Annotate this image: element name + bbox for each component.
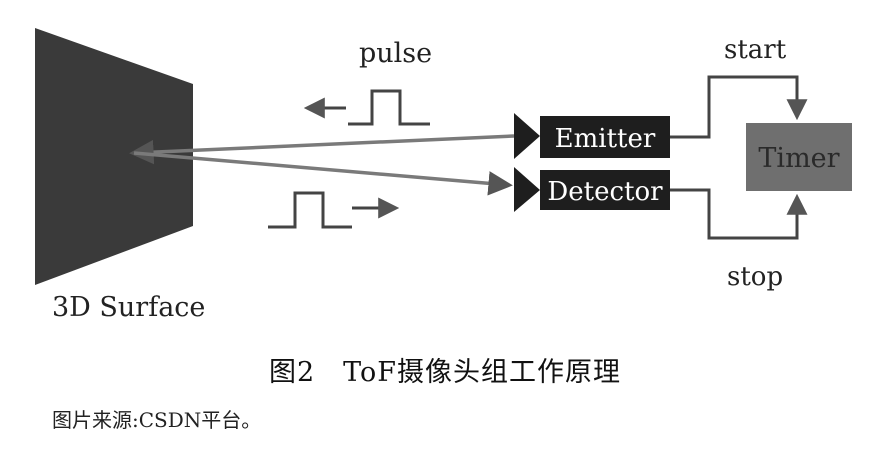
- stop-label: stop: [727, 262, 783, 292]
- figure-source: 图片来源:CSDN平台。: [52, 408, 262, 432]
- emitter-lens-triangle: [514, 113, 540, 159]
- figure-caption: 图2 ToF摄像头组工作原理: [268, 357, 622, 388]
- returning-ray: [133, 151, 513, 196]
- stop-signal-line: [670, 188, 808, 240]
- start-label: start: [724, 35, 787, 65]
- detector-box: [540, 170, 670, 210]
- 3d-surface-shape: [35, 28, 193, 285]
- outgoing-pulse-waveform: [348, 89, 430, 126]
- timer-label: Timer: [758, 143, 839, 174]
- detector-lens-triangle: [514, 167, 540, 212]
- surface-label: 3D Surface: [52, 292, 205, 323]
- timer-box: [746, 123, 852, 191]
- outgoing-ray: [129, 134, 515, 165]
- return-pulse-waveform: [268, 191, 352, 229]
- start-signal-line: [670, 75, 808, 139]
- emitter-box: [540, 116, 670, 158]
- emitter-label: Emitter: [555, 124, 656, 154]
- detector-label: Detector: [547, 177, 663, 207]
- pulse-label: pulse: [359, 38, 432, 69]
